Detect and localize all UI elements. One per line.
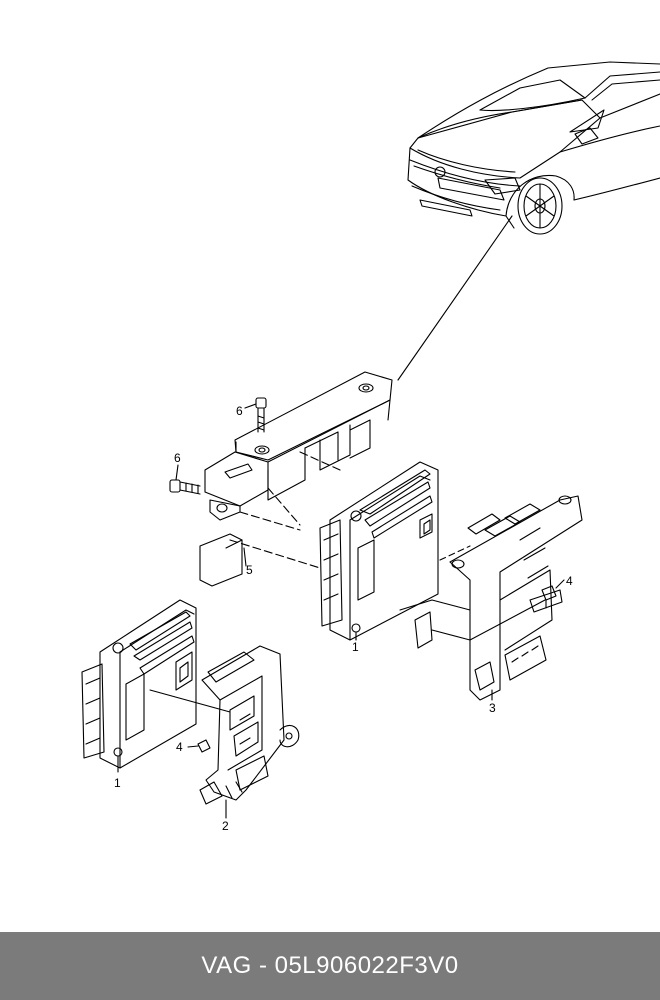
ecu-holder	[199, 645, 300, 805]
callout-6-top: 6	[236, 404, 243, 418]
callout-1-upper: 1	[352, 640, 359, 654]
callout-5: 5	[246, 563, 253, 577]
callout-3: 3	[489, 701, 496, 715]
part-number-footer: VAG - 05L906022F3V0	[0, 932, 660, 1000]
screw-6-top	[244, 397, 267, 433]
part-number-text: VAG - 05L906022F3V0	[201, 952, 459, 979]
callout-4-left: 4	[176, 740, 183, 754]
carrier-bracket	[399, 495, 583, 701]
parts-diagram: 6 6 5 1 4 3 4 1 2	[81, 61, 660, 833]
clip-4-left	[187, 739, 211, 753]
ecu-upper	[319, 461, 471, 641]
clip-4-right	[541, 579, 565, 609]
vehicle-illustration	[397, 61, 660, 381]
screw-6-left	[169, 464, 201, 495]
ecu-lower	[81, 599, 231, 773]
callout-2: 2	[222, 819, 229, 833]
callout-4-right: 4	[566, 574, 573, 588]
callout-6-left: 6	[174, 451, 181, 465]
callout-1-lower: 1	[114, 776, 121, 790]
callout-leaders	[225, 547, 493, 819]
mounting-bracket	[199, 371, 393, 587]
